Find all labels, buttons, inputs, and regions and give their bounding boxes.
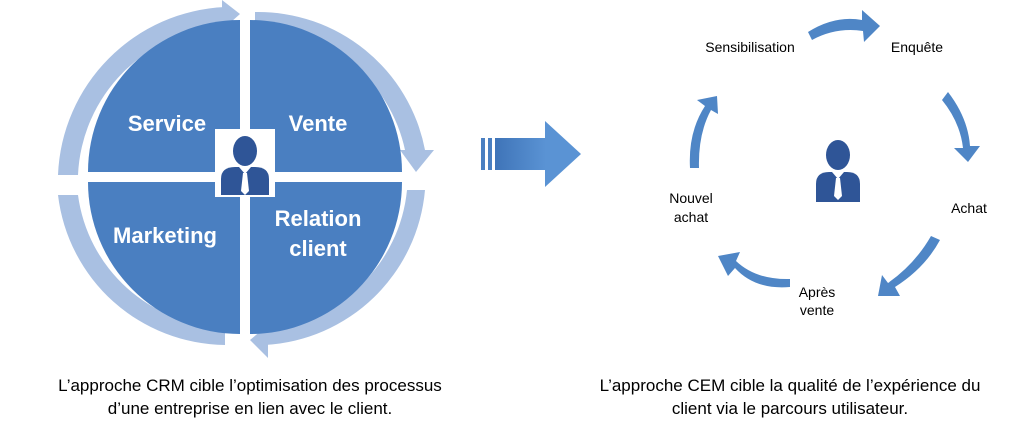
quadrant-label-vente: Vente <box>289 111 348 136</box>
stage-label-apres: Après <box>799 284 836 300</box>
quadrant-relation-client <box>250 182 402 334</box>
quadrant-label-client: client <box>289 236 347 261</box>
cem-caption-line-1: L’approche CEM cible la qualité de l’exp… <box>599 376 981 395</box>
stage-label-vente: vente <box>800 302 834 318</box>
cycle-arrow-icon <box>689 96 718 168</box>
cycle-arrow-icon <box>718 252 790 288</box>
crm-caption-line-2: d’une entreprise en lien avec le client. <box>107 399 393 418</box>
right-arrow-icon <box>481 121 581 187</box>
stage-label-enquete: Enquête <box>891 39 943 55</box>
quadrant-label-relation: Relation <box>275 206 362 231</box>
quadrant-service <box>88 20 240 172</box>
ring-arrowhead-right <box>400 150 434 172</box>
quadrant-vente <box>250 20 402 172</box>
cem-diagram: Sensibilisation Enquête Achat Après vent… <box>669 10 987 318</box>
person-icon <box>215 129 275 197</box>
cem-caption: L’approche CEM cible la qualité de l’exp… <box>560 374 1020 420</box>
crm-caption: L’approche CRM cible l’optimisation des … <box>10 374 490 420</box>
quadrant-marketing <box>88 182 240 334</box>
stage-label-achat: Achat <box>951 200 987 216</box>
cycle-arrow-icon <box>942 92 980 162</box>
quadrant-label-marketing: Marketing <box>113 223 217 248</box>
person-icon <box>816 140 860 202</box>
crm-diagram: Service Vente Marketing Relation client <box>58 0 434 358</box>
quadrant-label-service: Service <box>128 111 206 136</box>
stage-label-nouvel: Nouvel <box>669 190 713 206</box>
cycle-arrow-icon <box>808 10 880 42</box>
crm-caption-line-1: L’approche CRM cible l’optimisation des … <box>58 376 442 395</box>
cycle-arrow-icon <box>878 236 940 296</box>
stage-label-sensibilisation: Sensibilisation <box>705 39 795 55</box>
cem-caption-line-2: client via le parcours utilisateur. <box>671 399 909 418</box>
stage-label-achat-2: achat <box>674 209 708 225</box>
